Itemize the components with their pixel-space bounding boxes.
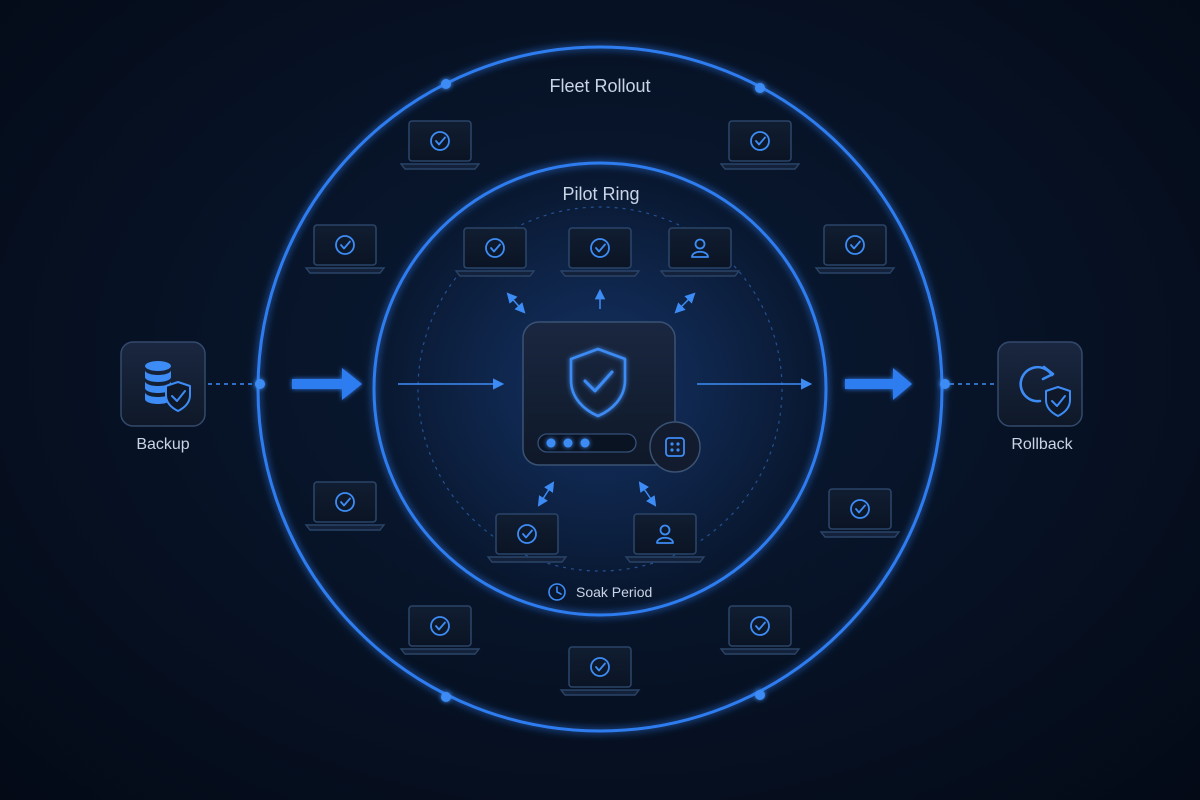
fleet-ring xyxy=(256,45,944,733)
rollback-tile xyxy=(997,341,1083,427)
laptop-base xyxy=(304,267,386,274)
fleet-device-8[interactable] xyxy=(719,605,801,655)
link-arrow xyxy=(674,292,696,314)
check-circle-icon xyxy=(335,235,355,255)
check-circle-icon xyxy=(750,616,770,636)
check-circle-icon xyxy=(590,238,610,258)
deployment-hub[interactable] xyxy=(522,321,701,473)
check-circle-icon xyxy=(430,616,450,636)
ring-node xyxy=(441,692,451,702)
laptop-base xyxy=(486,556,568,563)
pilot-device-3[interactable] xyxy=(659,227,741,277)
laptop-base xyxy=(624,556,706,563)
grid-badge-icon xyxy=(649,421,701,473)
ring-node xyxy=(755,83,765,93)
center-link-arrows xyxy=(506,288,696,507)
ring-node xyxy=(441,79,451,89)
pilot-device-5[interactable] xyxy=(624,513,706,563)
fleet-device-3[interactable] xyxy=(304,224,386,274)
laptop-screen xyxy=(728,120,792,162)
laptop-screen xyxy=(568,227,632,269)
rollback-label: Rollback xyxy=(1011,436,1073,453)
laptop-screen xyxy=(568,646,632,688)
check-circle-icon xyxy=(845,235,865,255)
laptop-base xyxy=(399,648,481,655)
pilot-device-2[interactable] xyxy=(559,227,641,277)
fleet-device-7[interactable] xyxy=(399,605,481,655)
pilot-ring-label: Pilot Ring xyxy=(562,184,639,204)
rollback-node[interactable] xyxy=(997,341,1083,427)
flow-lines xyxy=(208,368,994,400)
clock-icon xyxy=(548,583,566,601)
laptop-base xyxy=(399,163,481,170)
fleet-ring-nodes xyxy=(255,79,950,702)
user-icon xyxy=(656,524,674,544)
fleet-outbound-arrow xyxy=(845,368,912,400)
laptop-screen xyxy=(463,227,527,269)
fleet-device-9[interactable] xyxy=(559,646,641,696)
laptop-screen xyxy=(728,605,792,647)
link-arrow xyxy=(638,481,657,507)
fleet-device-4[interactable] xyxy=(814,224,896,274)
laptop-base xyxy=(819,531,901,538)
laptop-base xyxy=(659,270,741,277)
fleet-device-6[interactable] xyxy=(819,488,901,538)
check-circle-icon xyxy=(850,499,870,519)
check-circle-icon xyxy=(517,524,537,544)
laptop-base xyxy=(814,267,896,274)
check-circle-icon xyxy=(590,657,610,677)
link-arrow xyxy=(506,292,526,314)
user-icon xyxy=(691,238,709,258)
ring-node xyxy=(755,690,765,700)
check-circle-icon xyxy=(335,492,355,512)
fleet-device-2[interactable] xyxy=(719,120,801,170)
fleet-devices xyxy=(304,120,901,696)
link-arrow xyxy=(537,481,555,507)
fleet-device-1[interactable] xyxy=(399,120,481,170)
ring-node xyxy=(940,379,950,389)
fleet-rollout-label: Fleet Rollout xyxy=(549,76,650,96)
backup-node[interactable] xyxy=(120,341,206,427)
shield-check-icon xyxy=(569,347,627,418)
fleet-inbound-arrow xyxy=(292,368,362,400)
backup-label: Backup xyxy=(136,436,189,453)
laptop-screen xyxy=(408,120,472,162)
pilot-device-4[interactable] xyxy=(486,513,568,563)
database-shield-icon xyxy=(145,361,191,412)
laptop-screen xyxy=(823,224,887,266)
hub-card xyxy=(522,321,676,466)
ring-node xyxy=(255,379,265,389)
laptop-screen xyxy=(313,481,377,523)
laptop-base xyxy=(454,270,536,277)
soak-period-label: Soak Period xyxy=(576,584,652,600)
soak-ring-dashed xyxy=(417,206,783,572)
backup-tile xyxy=(120,341,206,427)
laptop-screen xyxy=(495,513,559,555)
progress-dots-icon xyxy=(537,433,637,453)
check-circle-icon xyxy=(750,131,770,151)
laptop-base xyxy=(559,689,641,696)
fleet-device-5[interactable] xyxy=(304,481,386,531)
laptop-base xyxy=(719,163,801,170)
laptop-screen xyxy=(828,488,892,530)
pilot-devices xyxy=(454,227,741,563)
check-circle-icon xyxy=(430,131,450,151)
laptop-base xyxy=(719,648,801,655)
laptop-screen xyxy=(408,605,472,647)
check-circle-icon xyxy=(485,238,505,258)
laptop-base xyxy=(559,270,641,277)
laptop-screen xyxy=(313,224,377,266)
laptop-base xyxy=(304,524,386,531)
pilot-device-1[interactable] xyxy=(454,227,536,277)
soak-period: Soak Period xyxy=(548,583,652,601)
rollback-shield-icon xyxy=(1019,365,1071,417)
pilot-ring xyxy=(372,161,828,617)
